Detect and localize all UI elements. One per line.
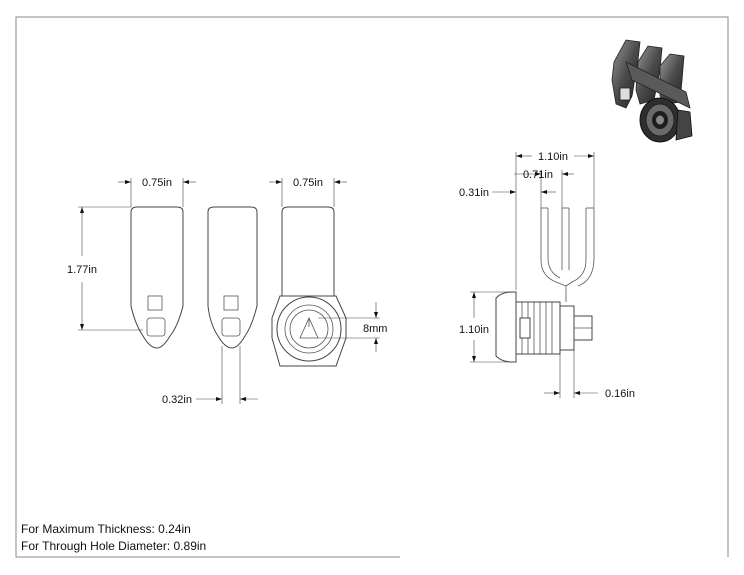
cam-lock-side-view: [495, 207, 595, 363]
note-hole-diameter: For Through Hole Diameter: 0.89in: [21, 539, 207, 553]
dim-side-overall-width: 1.10in: [538, 151, 568, 163]
dim-side-height: 1.10in: [459, 324, 489, 336]
isometric-render: [611, 39, 693, 143]
dim-lever-length: 1.77in: [67, 264, 97, 276]
note-max-thickness: For Maximum Thickness: 0.24in: [21, 522, 191, 536]
dimension-lines: [78, 152, 598, 404]
dim-side-flange-offset: 0.31in: [459, 187, 489, 199]
dim-lever-width-back: 0.75in: [293, 177, 323, 189]
dim-lever-thickness: 0.32in: [162, 394, 192, 406]
lever-side-view: [207, 206, 258, 349]
sheet-border: [15, 16, 729, 558]
dim-cam-square: 8mm: [363, 323, 387, 335]
dim-side-nut-width: 0.16in: [605, 388, 635, 400]
cam-lock-end-view: [271, 206, 347, 367]
lever-front-view: [130, 206, 184, 349]
dim-lever-width-front: 0.75in: [142, 177, 172, 189]
dim-side-lever-offset: 0.71in: [523, 169, 553, 181]
